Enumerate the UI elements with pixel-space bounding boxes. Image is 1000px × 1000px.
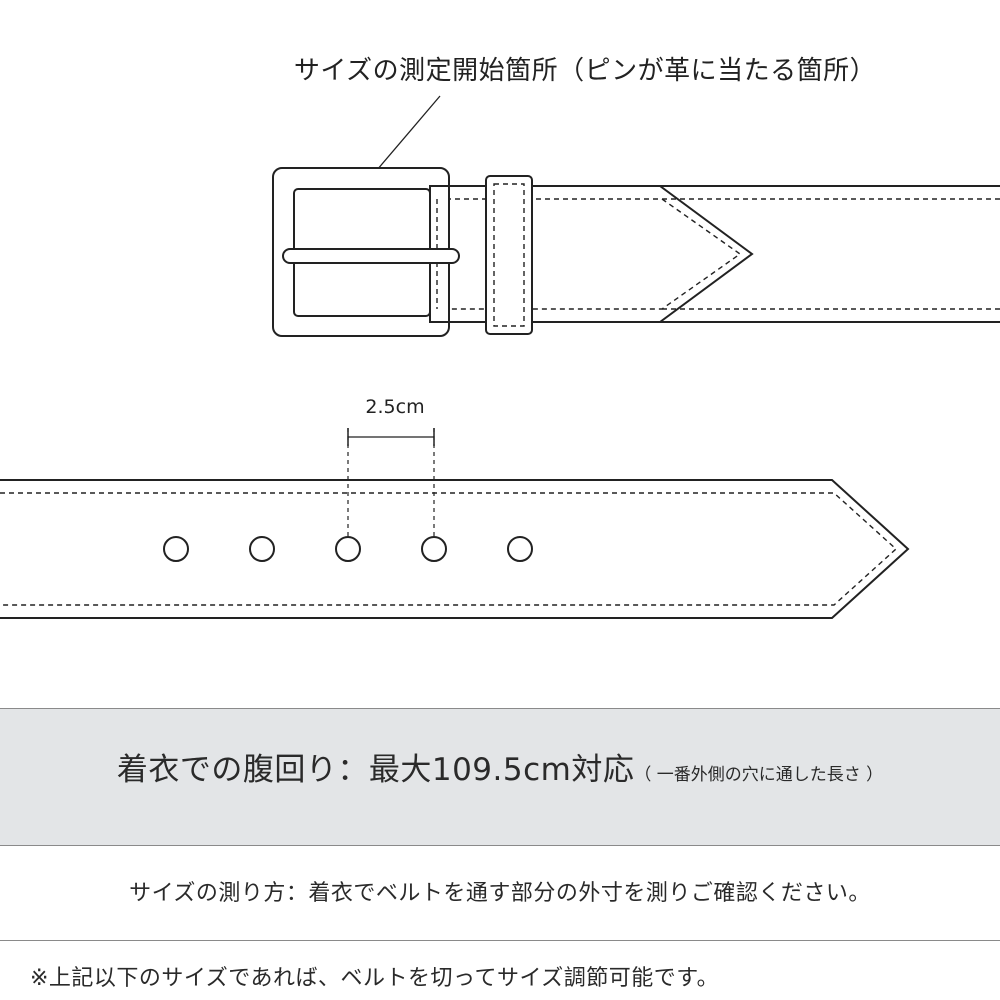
holed-belt — [0, 479, 910, 619]
belt-hole-icon — [335, 536, 361, 562]
headline: 着衣での腹回り：最大109.5cm対応（ 一番外側の穴に通した長さ ） — [0, 744, 1000, 789]
holed-strap — [0, 479, 910, 619]
divider — [0, 940, 1000, 941]
belt-loop-stitching — [493, 183, 525, 327]
hole-spacing-label: 2.5cm — [365, 396, 425, 418]
headline-sub: （ 一番外側の穴に通した長さ ） — [634, 765, 884, 785]
holed-strap-stitching — [0, 492, 898, 606]
belt-loop — [485, 175, 533, 335]
belt-hole-icon — [421, 536, 447, 562]
belt-holes — [163, 536, 533, 562]
headline-band — [0, 708, 1000, 846]
hole-spacing-dimension — [347, 428, 435, 537]
adjustment-note: ※上記以下のサイズであれば、ベルトを切ってサイズ調節可能です。 — [30, 966, 720, 991]
strap-tip — [429, 185, 754, 323]
belt-hole-icon — [507, 536, 533, 562]
buckle-icon — [272, 167, 460, 337]
measuring-method: サイズの測り方：着衣でベルトを通す部分の外寸を測りご確認ください。 — [129, 881, 871, 906]
strap-edge-over-buckle — [430, 185, 449, 323]
buckle-pin — [282, 248, 460, 264]
belt-loop-outer — [485, 175, 533, 335]
belt-hole-icon — [163, 536, 189, 562]
headline-main: 着衣での腹回り：最大109.5cm対応 — [116, 752, 635, 788]
belt-hole-icon — [249, 536, 275, 562]
measurement-start-callout: サイズの測定開始箇所（ピンが革に当たる箇所） — [293, 56, 877, 86]
strap-stitching — [437, 198, 742, 310]
